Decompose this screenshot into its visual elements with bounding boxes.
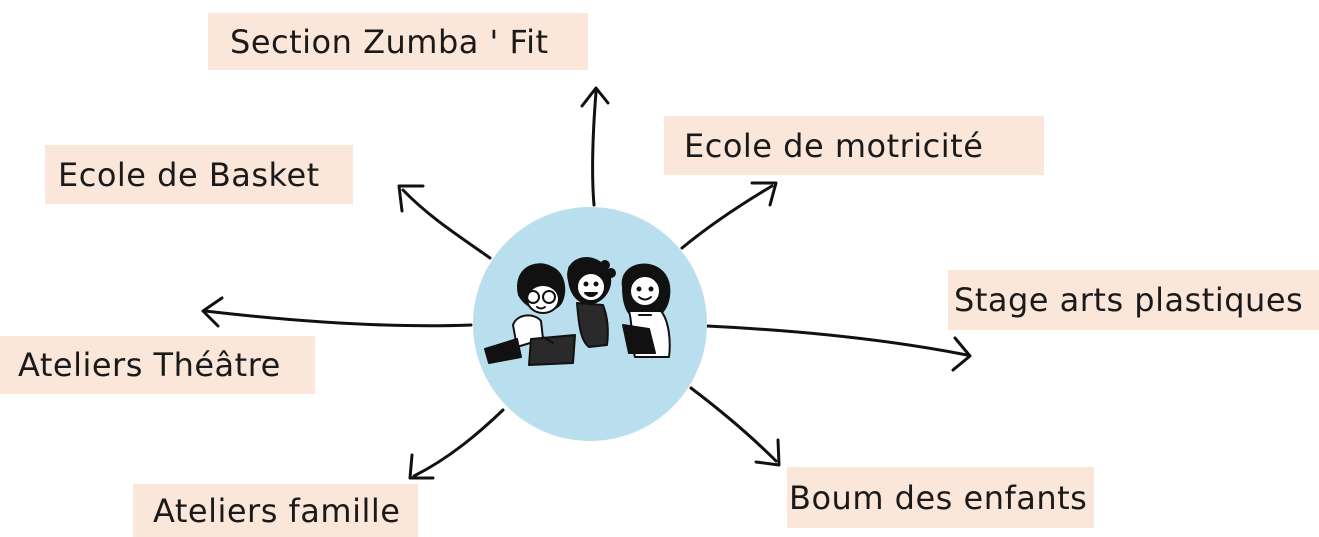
arrow-to-famille bbox=[408, 408, 505, 480]
activity-label-motricite: Ecole de motricité bbox=[664, 116, 1044, 175]
activity-label-theatre: Ateliers Théâtre bbox=[0, 336, 315, 394]
activity-label-zumba: Section Zumba ' Fit bbox=[208, 13, 588, 70]
arrow-to-basket bbox=[397, 184, 492, 260]
activity-text-zumba: Section Zumba ' Fit bbox=[230, 22, 549, 61]
arrow-to-motricite bbox=[680, 181, 778, 250]
arrow-to-arts bbox=[705, 324, 972, 372]
arrow-to-boum bbox=[689, 386, 781, 467]
hub-circle bbox=[473, 207, 707, 441]
activity-text-theatre: Ateliers Théâtre bbox=[18, 346, 281, 384]
activity-label-famille: Ateliers famille bbox=[133, 484, 418, 537]
activity-label-basket: Ecole de Basket bbox=[45, 145, 353, 204]
arrow-to-zumba bbox=[580, 86, 610, 207]
arrow-to-theatre bbox=[201, 296, 473, 328]
activity-text-motricite: Ecole de motricité bbox=[684, 126, 984, 165]
activity-text-boum: Boum des enfants bbox=[789, 478, 1088, 517]
activity-text-arts: Stage arts plastiques bbox=[954, 281, 1304, 319]
activity-text-basket: Ecole de Basket bbox=[58, 155, 320, 194]
activity-label-arts: Stage arts plastiques bbox=[948, 270, 1319, 330]
activity-label-boum: Boum des enfants bbox=[787, 467, 1094, 528]
activity-text-famille: Ateliers famille bbox=[153, 491, 401, 530]
three-children-reading-icon bbox=[484, 257, 671, 366]
